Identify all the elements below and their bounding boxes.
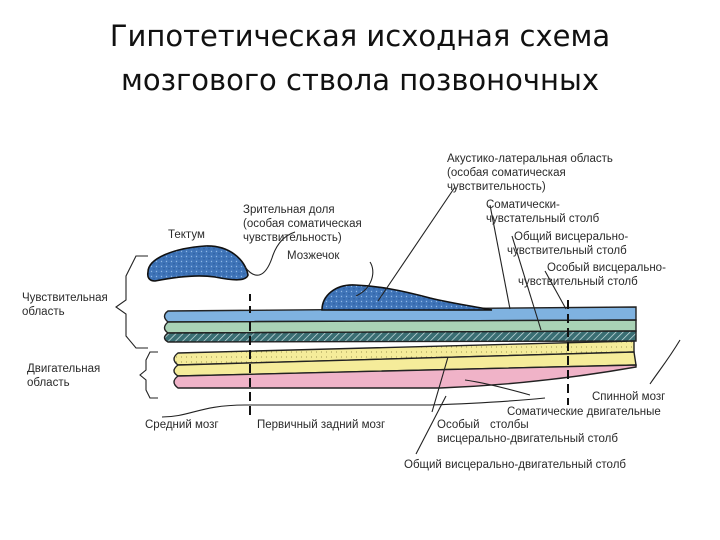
tectum-shape: [146, 245, 249, 282]
motor-area-label-1: Двигательная: [27, 363, 100, 375]
sensory-bracket: [115, 255, 148, 349]
title-line-2: мозгового ствола позвоночных: [120, 63, 600, 97]
midbrain-leader: [161, 397, 546, 418]
somatic-sensory-label-2: чувстательный столб: [486, 213, 600, 225]
acoustic-leader: [377, 186, 456, 302]
somatic-sensory-leader: [489, 204, 511, 310]
slide-title: Гипотетическая исходная схема мозгового …: [0, 14, 720, 102]
spinal-cord-label: Спинной мозг: [592, 391, 665, 403]
acoustic-label-3: чувствительность): [447, 181, 546, 193]
midbrain-label: Средний мозг: [145, 419, 219, 431]
visual-lobe-label-2: (особая соматическая: [243, 218, 362, 230]
spinal-cord-leader: [649, 339, 681, 385]
special-visceral-sensory-label-1: Особый висцерально-: [547, 262, 666, 274]
cerebellum-shape: [321, 284, 493, 311]
hindbrain-label: Первичный задний мозг: [257, 419, 385, 431]
special-visceral-motor-label-2: висцерально-двигательный столб: [437, 433, 618, 445]
motor-bracket: [139, 351, 158, 399]
title-line-1: Гипотетическая исходная схема: [109, 19, 611, 53]
somatic-motor-leader: [464, 379, 531, 396]
general-visceral-sensory-label-1: Общий висцерально-: [514, 231, 628, 243]
general-visceral-motor-leader: [415, 395, 447, 455]
somatic-motor-column: [173, 364, 637, 389]
special-visceral-motor-leader: [431, 356, 449, 413]
general-visceral-sensory-label-2: чувствительный столб: [507, 245, 627, 257]
somatic-sensory-label-1: Соматически-: [486, 199, 560, 211]
acoustic-label-2: (особая соматическая: [447, 167, 566, 179]
special-visceral-sensory-leader: [544, 270, 567, 310]
leader-lines: [115, 186, 681, 455]
somatic-motor-label-2: столбы: [490, 419, 529, 431]
general-visceral-motor-label: Общий висцерально-двигательный столб: [404, 459, 626, 471]
column-bands: [163, 306, 637, 389]
acoustic-label-1: Акустико-латеральная область: [447, 153, 613, 165]
visual-lobe-label-1: Зрительная доля: [243, 204, 335, 216]
division-markers: [249, 294, 569, 420]
special-visceral-sensory-column: [163, 330, 637, 343]
motor-area-label-2: область: [27, 377, 70, 389]
visual-lobe-label-3: чувствительность): [243, 232, 342, 244]
sensory-area-label-2: область: [22, 306, 65, 318]
tectum-label: Тектум: [168, 229, 205, 241]
special-visceral-motor-label-1: Особый: [437, 419, 480, 431]
tectum-leader: [244, 231, 296, 276]
labels: Тектум Зрительная доля (особая соматичес…: [22, 153, 666, 471]
general-visceral-sensory-leader: [511, 235, 542, 331]
special-visceral-sensory-label-2: чувствительный столб: [518, 276, 638, 288]
cerebellum-label: Мозжечок: [287, 250, 340, 262]
cerebellum-leader: [355, 261, 374, 297]
somatic-motor-label-1: Соматические двигательные: [507, 406, 661, 418]
sensory-area-label-1: Чувствительная: [22, 292, 108, 304]
